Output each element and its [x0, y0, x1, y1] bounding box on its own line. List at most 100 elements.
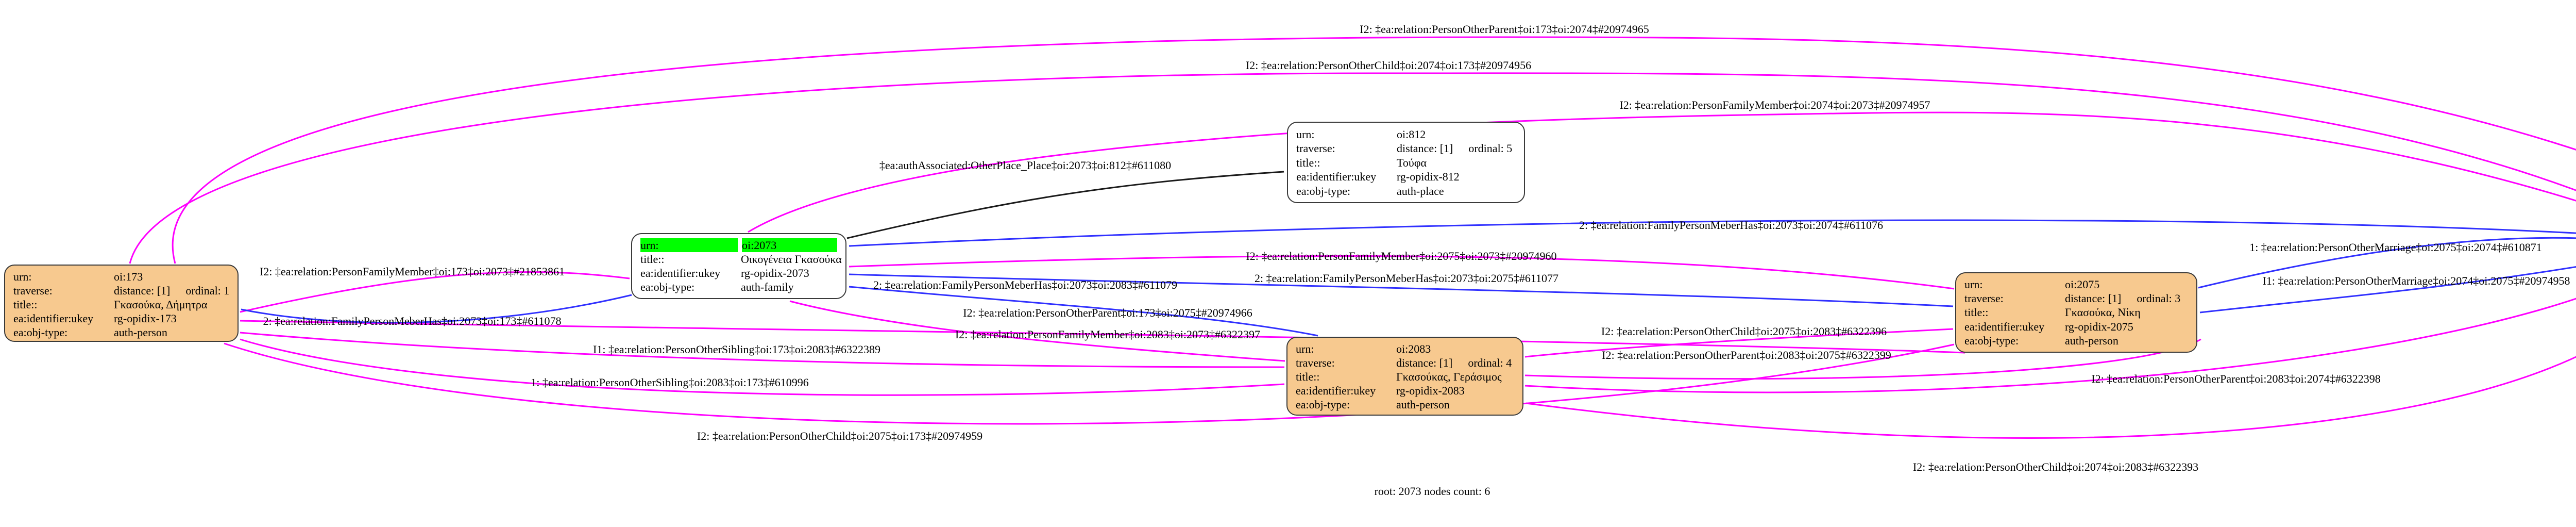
field-key: title:: [1964, 306, 1989, 319]
field-traverse: traverse: distance: [1] ordinal: 1 [13, 284, 229, 298]
field-title: title:: Γκασούκα, Δήμητρα [13, 298, 229, 311]
field-traverse: traverse: distance: [1]ordinal: 5 [1296, 141, 1516, 155]
traverse-distance: distance: [1] [114, 284, 171, 297]
field-key: ea:obj-type: [1964, 334, 2019, 347]
field-key: ea:identifier:ukey [1296, 170, 1377, 183]
field-value: Γκασούκα, Νίκη [2065, 306, 2141, 319]
edge-person-other-marriage-2074-2075 [2199, 266, 2576, 314]
field-value: Οικογένεια Γκασούκα [741, 253, 842, 266]
node-oi-812[interactable]: urn: oi:812 traverse: distance: [1]ordin… [1287, 122, 1525, 203]
field-value: distance: [1] ordinal: 3 [2065, 291, 2188, 305]
edge-family-person-meber-has-2073-2074 [849, 219, 2576, 247]
field-ukey: ea:identifier:ukey rg-opidix-2075 [1964, 320, 2188, 334]
field-ukey: ea:identifier:ukey rg-opidix-2083 [1296, 384, 1514, 398]
edge-label: I2: ‡ea:relation:PersonOtherChild‡oi:207… [1912, 460, 2199, 473]
field-ukey: ea:identifier:ukey rg-opidix-2073 [640, 266, 837, 280]
field-key: urn: [640, 238, 738, 252]
edge-label: 2: ‡ea:relation:FamilyPersonMeberHas‡oi:… [1579, 219, 1884, 232]
field-key: ea:identifier:ukey [640, 267, 721, 279]
edge-person-other-parent-2083-2074 [1524, 298, 2576, 393]
field-urn: urn: oi:2075 [1964, 277, 2188, 291]
edge-person-other-child-2075-173 [224, 342, 1955, 425]
field-key: ea:obj-type: [13, 326, 68, 339]
field-urn: urn: oi:2083 [1296, 342, 1514, 356]
edge-family-person-meber-has-2073-2075 [849, 273, 1954, 307]
field-value: rg-opidix-2075 [2065, 320, 2133, 333]
edge-label: I2: ‡ea:relation:PersonOtherParent‡oi:20… [1602, 349, 1891, 361]
edge-person-other-sibling-173-2083 [240, 332, 1285, 368]
field-value: rg-opidix-173 [114, 312, 177, 325]
field-title: title:: Οικογένεια Γκασούκα [640, 252, 842, 266]
field-traverse: traverse: distance: [1] ordinal: 4 [1296, 356, 1514, 370]
field-key: urn: [1296, 127, 1315, 141]
edge-label: ‡ea:authAssociated:OtherPlace_Place‡oi:2… [879, 159, 1172, 172]
field-key: title:: [1296, 370, 1320, 383]
field-urn-highlighted: urn: oi:2073 [640, 238, 837, 252]
field-value: auth-person [2065, 334, 2119, 347]
edge-person-other-parent-173-2075 [240, 320, 1965, 354]
edge-person-other-marriage-2075-2074 [2198, 237, 2576, 289]
edge-label: I2: ‡ea:relation:PersonOtherChild‡oi:207… [1601, 325, 1887, 338]
field-objtype: ea:obj-type: auth-person [13, 325, 229, 339]
field-objtype: ea:obj-type: auth-place [1296, 184, 1516, 198]
field-key: title:: [1296, 156, 1320, 169]
field-key: ea:obj-type: [1296, 184, 1351, 197]
field-urn: urn: oi:812 [1296, 127, 1516, 141]
edge-label: I2: ‡ea:relation:PersonOtherParent‡oi:20… [2091, 372, 2381, 385]
edge-label: I2: ‡ea:relation:PersonFamilyMember‡oi:2… [955, 328, 1261, 341]
field-urn: urn: oi:173 [13, 270, 229, 284]
field-value: rg-opidix-812 [1397, 170, 1460, 183]
edge-label: I2: ‡ea:relation:PersonFamilyMember‡oi:1… [259, 265, 565, 278]
edge-label: I2: ‡ea:relation:PersonOtherChild‡oi:207… [1245, 59, 1532, 72]
traverse-ordinal: ordinal: 4 [1468, 356, 1512, 369]
field-key: title:: [640, 253, 665, 266]
field-key: traverse: [1296, 142, 1335, 155]
field-key: ea:identifier:ukey [1296, 384, 1376, 397]
field-key: urn: [13, 270, 32, 283]
edge-label: 2: ‡ea:relation:FamilyPersonMeberHas‡oi:… [263, 315, 562, 327]
edge-label: I2: ‡ea:relation:PersonFamilyMember‡oi:2… [1619, 98, 1930, 111]
field-value: auth-person [114, 326, 167, 339]
field-value: Γκασούκας, Γεράσιμος [1396, 370, 1502, 383]
edge-label: 2: ‡ea:relation:FamilyPersonMeberHas‡oi:… [873, 278, 1178, 291]
edge-person-family-member-2083-2073 [789, 300, 1285, 362]
edge-person-family-member-2074-2073 [748, 111, 2576, 233]
field-key: urn: [1964, 278, 1983, 291]
field-value: oi:812 [1397, 127, 1426, 141]
field-key: traverse: [13, 284, 53, 297]
edge-family-person-meber-has-2073-173 [241, 294, 632, 324]
edge-person-other-child-2074-2083 [1526, 356, 2576, 439]
edge-label: I1: ‡ea:relation:PersonOtherMarriage‡oi:… [2262, 274, 2570, 287]
field-value: rg-opidix-2073 [741, 267, 809, 279]
field-title: title:: Γκασούκα, Νίκη [1964, 305, 2188, 319]
traverse-distance: distance: [1] [2065, 292, 2122, 305]
traverse-ordinal: ordinal: 5 [1468, 142, 1513, 155]
traverse-ordinal: ordinal: 3 [2137, 292, 2181, 305]
field-ukey: ea:identifier:ukey rg-opidix-812 [1296, 170, 1516, 184]
edge-person-other-sibling-2083-173 [240, 338, 1285, 396]
traverse-distance: distance: [1] [1396, 356, 1453, 369]
node-oi-2075[interactable]: urn: oi:2075 traverse: distance: [1]ordi… [1955, 272, 2197, 353]
node-oi-2073[interactable]: urn: oi:2073 title:: Οικογένεια Γκασούκα… [631, 233, 846, 299]
field-objtype: ea:obj-type: auth-person [1964, 334, 2188, 348]
traverse-ordinal: ordinal: 1 [185, 284, 230, 297]
field-objtype: ea:obj-type: auth-family [640, 280, 837, 294]
field-key: traverse: [1296, 356, 1335, 369]
edge-family-person-meber-has-2073-2083 [849, 286, 1318, 337]
field-value: distance: [1]ordinal: 5 [1397, 141, 1516, 155]
edge-label: I2: ‡ea:relation:PersonOtherParent‡oi:17… [963, 306, 1252, 319]
node-oi-173[interactable]: urn: oi:173 traverse: distance: [1] ordin… [4, 265, 239, 342]
field-key: ea:obj-type: [640, 281, 695, 293]
edge-person-other-child-2074-173 [129, 72, 2576, 264]
field-title: title:: Γκασούκας, Γεράσιμος [1296, 370, 1514, 384]
edge-label: 1: ‡ea:relation:PersonOtherMarriage‡oi:2… [2249, 241, 2542, 254]
field-value: oi:2083 [1396, 342, 1431, 355]
node-oi-2083[interactable]: urn: oi:2083 traverse: distance: [1] ordi… [1286, 337, 1523, 416]
edge-label: 2: ‡ea:relation:FamilyPersonMeberHas‡oi:… [1254, 272, 1559, 285]
edge-person-other-child-2075-2083 [1524, 328, 1954, 358]
field-key: ea:identifier:ukey [1964, 320, 2045, 333]
field-value: auth-place [1397, 184, 1444, 197]
field-value: Γκασούκα, Δήμητρα [114, 298, 208, 311]
field-value: auth-person [1396, 398, 1450, 411]
